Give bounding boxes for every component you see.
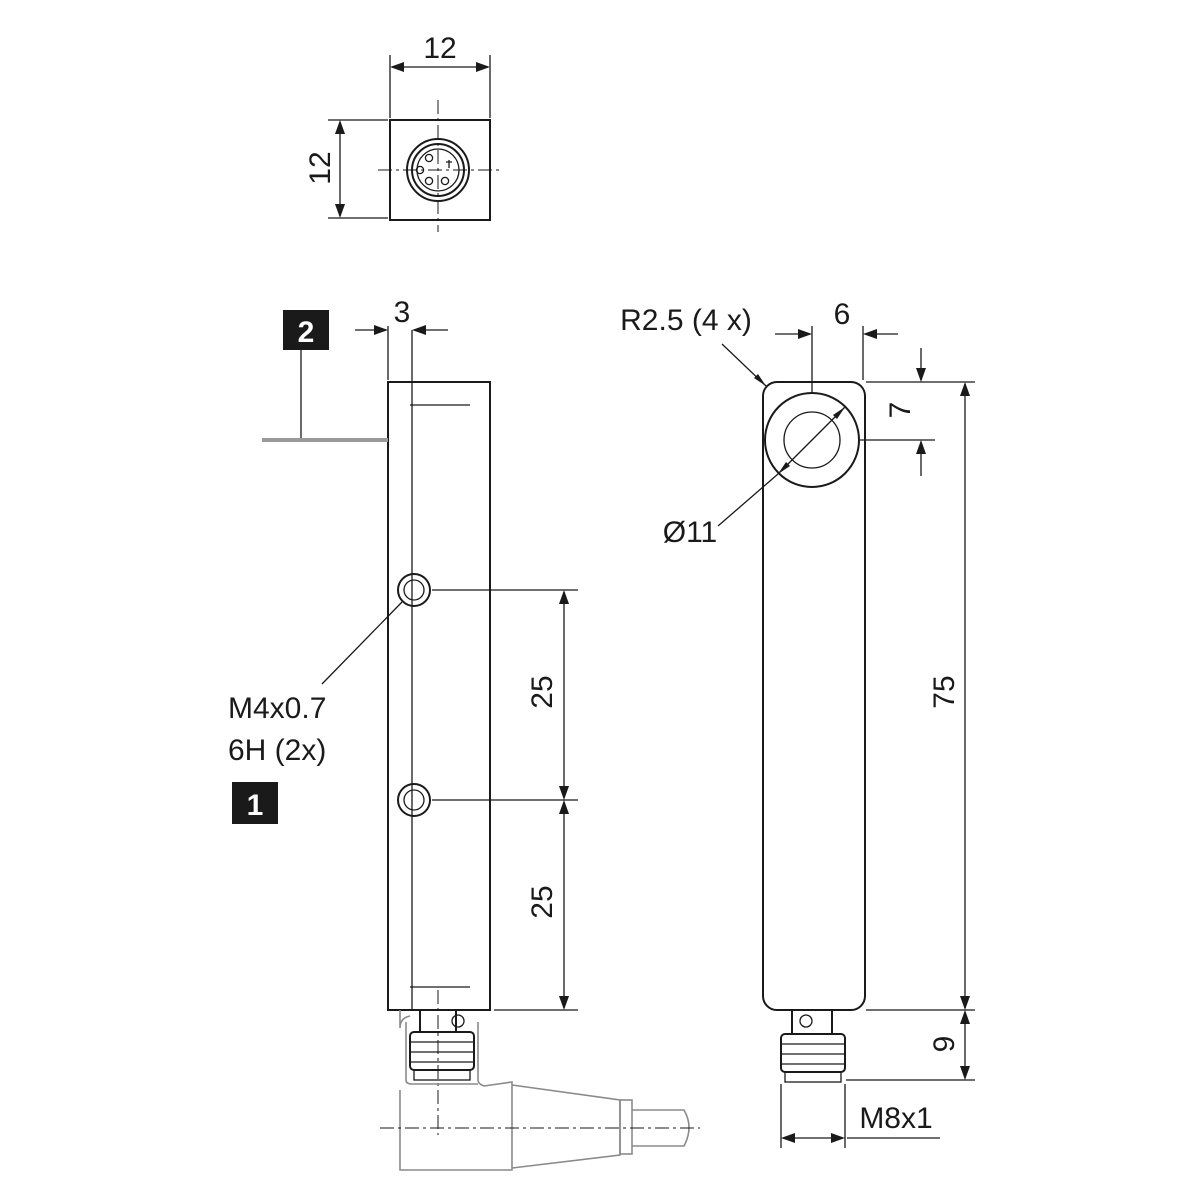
spacing-upper-dimension: 25 (526, 675, 559, 708)
length-dimension: 75 (928, 675, 961, 708)
mounting-hole-icon (397, 783, 431, 817)
marker-2-badge (283, 310, 329, 350)
front-connector-nut (780, 1033, 846, 1073)
pin-icon (440, 176, 450, 186)
offset-dimension: 3 (394, 296, 411, 329)
side-view-body (387, 381, 491, 1011)
top-width-dimension: 12 (423, 32, 456, 65)
pin-icon (424, 153, 434, 163)
radius-dimension: R2.5 (4 x) (620, 304, 752, 337)
sensing-face-inner (783, 411, 841, 469)
side-view: 3 2 25 25 M4x0.7 6H (2x) 1 (228, 296, 700, 1171)
marker-1-label: 1 (247, 789, 264, 822)
hole-top-dimension: 7 (884, 402, 917, 419)
connector-length-dimension: 9 (928, 1036, 961, 1053)
pin-icon (424, 176, 434, 186)
thread-label-line1: M4x0.7 (228, 692, 326, 725)
connector-nut (409, 1031, 475, 1071)
connector-thread-dimension: M8x1 (859, 1102, 932, 1135)
top-height-dimension: 12 (304, 151, 337, 184)
front-view-body (762, 381, 866, 1011)
spacing-lower-dimension: 25 (526, 885, 559, 918)
diameter-dimension: Ø11 (663, 516, 717, 549)
marker-2-label: 2 (298, 316, 315, 349)
cable-body (399, 1081, 513, 1171)
sensing-face-outer (764, 392, 860, 488)
mounting-hole-icon (397, 573, 431, 607)
marker-1-badge (232, 782, 278, 824)
hole-offset-dimension: 6 (834, 298, 851, 331)
front-view: Ø11 R2.5 (4 x) 6 7 75 9 (620, 298, 975, 1148)
thread-label-line2: 6H (2x) (228, 734, 326, 767)
top-view: 12 12 (304, 32, 500, 232)
